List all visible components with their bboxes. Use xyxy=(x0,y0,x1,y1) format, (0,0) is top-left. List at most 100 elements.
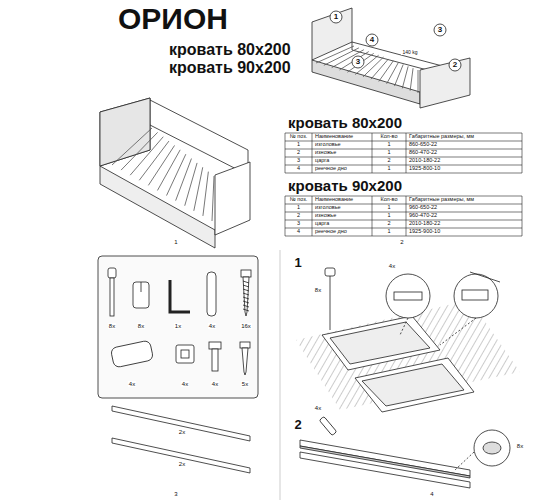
table-cell: 1925-900-10 xyxy=(408,229,441,235)
illustration-stroke xyxy=(455,452,474,470)
table-cell: 4 xyxy=(296,229,301,235)
illustration-stroke xyxy=(440,318,476,345)
callout-number: 1 xyxy=(333,13,339,21)
table-cell: 1 xyxy=(386,142,391,148)
quantity-label: 140 kg xyxy=(401,50,418,55)
illustration-stroke xyxy=(406,196,407,236)
table-cell: 1 xyxy=(296,205,301,211)
illustration-stroke xyxy=(372,196,373,236)
table-cell: 1 xyxy=(386,205,391,211)
illustration-stroke xyxy=(352,56,364,68)
callout-number: 4 xyxy=(369,36,375,44)
illustration-stroke xyxy=(243,293,249,295)
illustration-stroke xyxy=(312,133,313,173)
illustration-stroke xyxy=(363,57,383,77)
illustration-stroke xyxy=(170,280,190,312)
quantity-label: 8x xyxy=(137,323,145,329)
table-cell: 1 xyxy=(296,142,301,148)
illustration-stroke xyxy=(312,60,420,104)
bed-front-view xyxy=(100,98,250,248)
illustration-stroke xyxy=(243,297,249,299)
illustration-stroke xyxy=(325,268,335,276)
illustration-stroke xyxy=(243,285,249,287)
table-cell: Габаритные размеры, мм xyxy=(408,134,475,140)
callout-number: 2 xyxy=(452,61,458,69)
illustration-stroke xyxy=(285,196,286,236)
parts-table-grid xyxy=(285,133,522,236)
illustration-stroke xyxy=(394,292,422,300)
illustration-stroke xyxy=(112,128,152,165)
illustration-stroke xyxy=(280,250,281,500)
table-cell: 2 xyxy=(296,213,301,219)
illustration-stroke xyxy=(483,442,501,454)
table-cell: 2 xyxy=(386,221,391,227)
illustration-stroke xyxy=(240,342,250,348)
illustration-stroke xyxy=(148,145,174,185)
illustration-stroke xyxy=(176,345,194,363)
illustration-stroke xyxy=(449,59,461,71)
table-cell: реечное дно xyxy=(314,229,348,235)
table-cell: царга xyxy=(314,158,330,164)
illustration-stroke xyxy=(386,274,430,318)
panel-number: 4 xyxy=(429,491,434,497)
illustration-stroke xyxy=(241,270,251,277)
illustration-stroke xyxy=(420,58,470,108)
quantity-label: 4x xyxy=(181,381,189,387)
model-heading: кровать 80х200 xyxy=(287,115,403,130)
illustration-stroke xyxy=(330,322,430,364)
table-cell: 4 xyxy=(296,166,301,172)
illustration-stroke xyxy=(285,173,522,174)
model-heading: кровать 80х200 xyxy=(168,42,292,58)
illustration-stroke xyxy=(112,438,250,473)
illustration-stroke xyxy=(330,11,342,23)
quantity-label: 4x xyxy=(211,381,219,387)
illustration-stroke xyxy=(285,196,522,236)
quantity-label: 2x xyxy=(178,461,186,467)
table-cell: Кол-во xyxy=(379,197,398,203)
illustration-stroke xyxy=(100,166,215,248)
illustration-stroke xyxy=(100,98,150,166)
illustration-stroke xyxy=(203,172,208,216)
quantity-label: 8x xyxy=(516,443,524,449)
table-cell: 860-650-22 xyxy=(408,142,438,148)
illustration-stroke xyxy=(243,281,249,311)
illustration-stroke xyxy=(157,150,180,191)
illustration-stroke xyxy=(98,256,258,398)
illustration-stroke xyxy=(176,159,192,201)
illustration-stroke xyxy=(100,98,150,166)
illustration-stroke xyxy=(243,289,249,291)
panel-dividers xyxy=(280,250,281,500)
illustration-stroke xyxy=(406,133,407,173)
illustration-stroke xyxy=(316,46,354,63)
table-cell: изножье xyxy=(314,150,337,156)
step-number: 1 xyxy=(293,256,302,269)
illustration-stroke xyxy=(243,305,249,307)
illustration-stroke xyxy=(112,406,250,441)
table-cell: изножье xyxy=(314,213,337,219)
quantity-label: 1x xyxy=(174,323,182,329)
illustration-stroke xyxy=(454,274,498,318)
table-cell: № поз. xyxy=(289,134,308,140)
illustration-stroke xyxy=(312,196,313,236)
illustration-stroke xyxy=(522,196,523,236)
illustration-stroke xyxy=(312,8,352,60)
quantity-label: 8x xyxy=(314,287,322,293)
table-cell: 2010-180-22 xyxy=(408,221,441,227)
illustration-stroke xyxy=(212,349,218,371)
table-cell: реечное дно xyxy=(314,166,348,172)
illustration-stroke xyxy=(400,318,408,335)
illustration-stroke xyxy=(243,301,249,303)
illustration-stroke xyxy=(141,282,142,292)
illustration-stroke xyxy=(316,46,418,93)
quantity-label: 16x xyxy=(240,323,252,329)
illustration-stroke xyxy=(243,309,249,311)
table-cell: 1 xyxy=(386,150,391,156)
illustration-stroke xyxy=(470,272,500,282)
quantity-label: 5x xyxy=(241,381,249,387)
illustration-stroke xyxy=(150,100,248,175)
illustration-stroke xyxy=(434,24,446,36)
illustration-stroke xyxy=(319,416,336,435)
illustration-stroke xyxy=(402,66,408,88)
table-cell: 2 xyxy=(386,158,391,164)
